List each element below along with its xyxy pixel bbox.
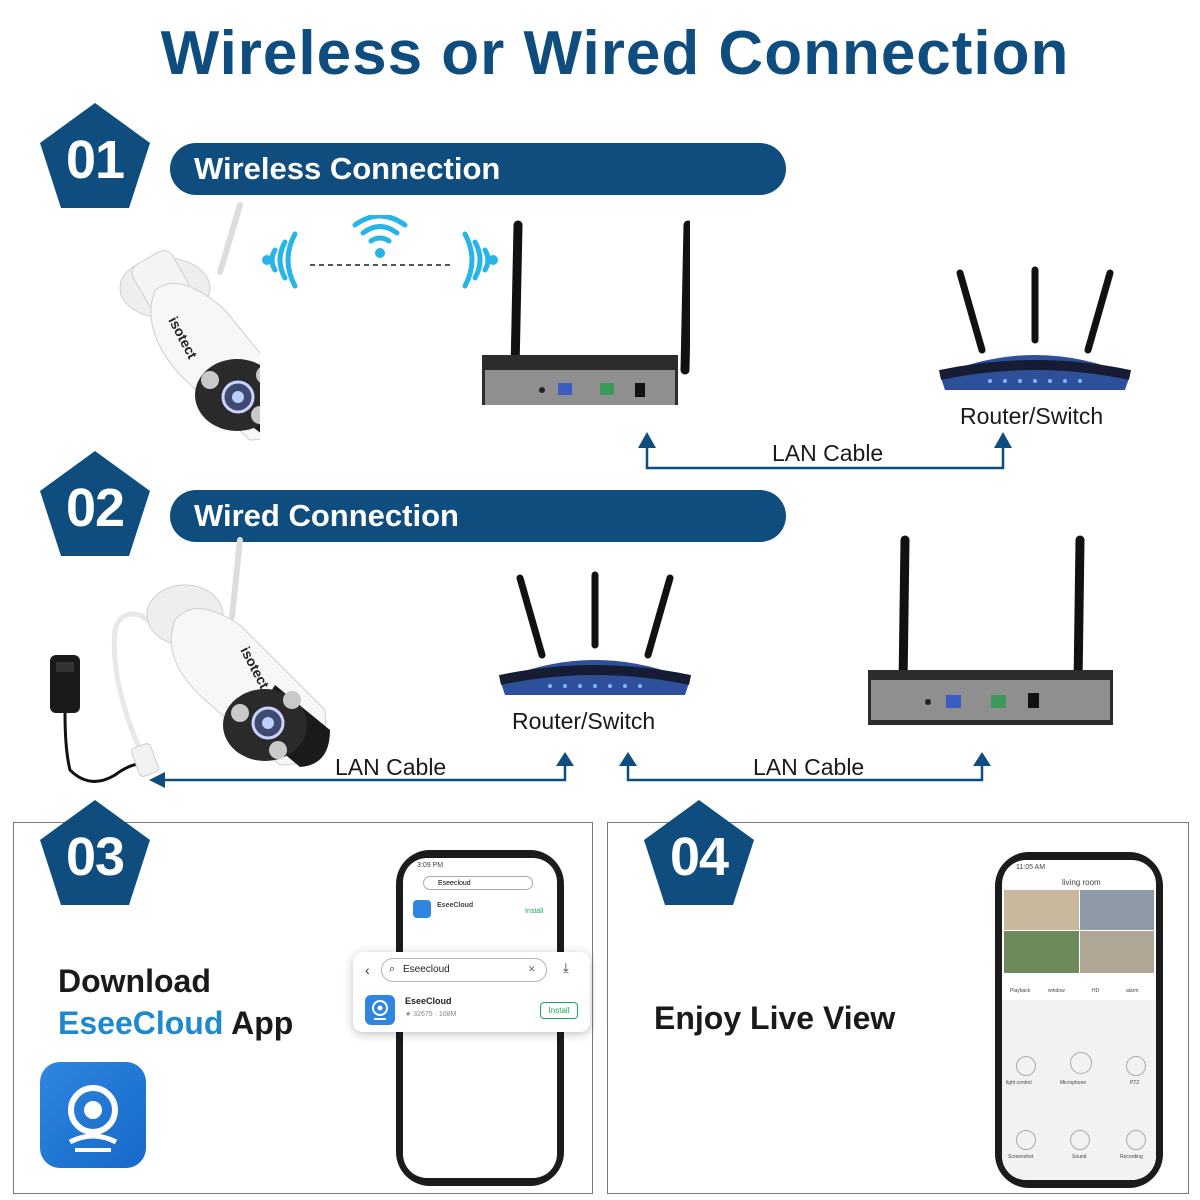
control-screenshot: Screenshot: [1008, 1154, 1034, 1160]
phone3-install[interactable]: Install: [525, 908, 544, 915]
power-adapter: [50, 611, 172, 783]
tool-playback[interactable]: Playback: [1010, 988, 1031, 994]
lan-label-3: LAN Cable: [753, 754, 865, 780]
download-line1: Download: [58, 963, 211, 999]
lan-label-2: LAN Cable: [335, 754, 447, 780]
step-02-badge: 02: [40, 451, 150, 556]
microphone-icon[interactable]: [1070, 1052, 1092, 1074]
app-name-text: EseeCloud: [58, 1005, 224, 1041]
control-recording: Recording: [1120, 1154, 1143, 1160]
router-label-2: Router/Switch: [512, 708, 656, 734]
step-01-badge: 01: [40, 103, 150, 208]
light-control-icon[interactable]: [1016, 1056, 1036, 1076]
install-button[interactable]: Install: [540, 1002, 578, 1019]
nvr-recorder-1: [482, 220, 690, 405]
wireless-camera: isotect: [119, 202, 260, 441]
control-light: light control: [1006, 1080, 1032, 1086]
router-1: [938, 266, 1132, 390]
eseecloud-app-icon: [40, 1062, 146, 1168]
popup-back-icon[interactable]: ‹: [365, 962, 370, 978]
control-sound: Sound: [1072, 1154, 1087, 1160]
ptz-icon[interactable]: [1126, 1056, 1146, 1076]
download-line2: EseeCloud App: [58, 1005, 293, 1042]
room-title: living room: [1062, 878, 1101, 887]
step-04-number: 04: [669, 827, 729, 887]
phone-live-view-screen: 11:05 AM living room Playback window HD …: [1002, 860, 1156, 1180]
phone-live-view: 11:05 AM living room Playback window HD …: [995, 852, 1163, 1188]
phone3-app-icon: [413, 900, 431, 918]
live-view-caption: Enjoy Live View: [654, 1000, 896, 1036]
tool-alarm[interactable]: alarm: [1126, 988, 1139, 994]
popup-app-icon: [365, 995, 395, 1025]
search-icon: ⌕: [389, 963, 396, 975]
lan-label-1: LAN Cable: [772, 440, 884, 466]
control-area: [1002, 1000, 1156, 1180]
lan-cable-2: [149, 752, 574, 788]
control-microphone: Microphone: [1060, 1080, 1087, 1086]
sound-icon[interactable]: [1070, 1130, 1090, 1150]
camera-feed-4[interactable]: [1080, 931, 1154, 973]
step-03-badge: 03: [40, 800, 150, 905]
step-01-number: 01: [65, 130, 125, 190]
camera-feed-2[interactable]: [1080, 890, 1154, 930]
wired-camera: isotect: [146, 537, 330, 767]
recording-icon[interactable]: [1126, 1130, 1146, 1150]
page-title: Wireless or Wired Connection: [160, 19, 1070, 88]
step-04-badge: 04: [644, 800, 754, 905]
app-store-popup-card: ‹ ⌕ Eseecloud ✕ ⤓ EseeCloud ★ 32675 · 10…: [353, 952, 590, 1032]
download-icon[interactable]: ⤓: [563, 960, 569, 975]
popup-app-title: EseeCloud: [405, 996, 452, 1006]
phone3-time: 3:09 PM: [417, 862, 444, 869]
popup-search-text: Eseecloud: [403, 964, 450, 975]
popup-search-field[interactable]: ⌕ Eseecloud ✕: [381, 958, 547, 982]
phone3-app-title: EseeCloud: [437, 902, 474, 909]
wifi-link: [262, 215, 498, 289]
router-2: [498, 571, 692, 695]
phone4-time: 11:05 AM: [1016, 864, 1046, 871]
tool-hd[interactable]: HD: [1092, 988, 1100, 994]
phone3-search-input[interactable]: Eseecloud: [423, 876, 533, 890]
tool-window[interactable]: window: [1048, 988, 1065, 994]
camera-feed-3[interactable]: [1004, 931, 1079, 973]
control-ptz: PTZ: [1130, 1080, 1140, 1086]
router-label-1: Router/Switch: [960, 403, 1104, 429]
step-03-number: 03: [65, 827, 125, 887]
clear-icon[interactable]: ✕: [528, 964, 536, 974]
step-02-number: 02: [65, 478, 125, 538]
app-word-text: App: [231, 1005, 294, 1041]
nvr-recorder-2: [868, 535, 1113, 725]
popup-app-meta: ★ 32675 · 108M: [405, 1011, 457, 1018]
screenshot-icon[interactable]: [1016, 1130, 1036, 1150]
wireless-connection-banner: Wireless Connection: [170, 143, 786, 195]
wired-connection-banner: Wired Connection: [170, 490, 786, 542]
camera-feed-1[interactable]: [1004, 890, 1079, 930]
lan-cable-1: [638, 432, 1012, 470]
lan-cable-3: [619, 752, 991, 782]
